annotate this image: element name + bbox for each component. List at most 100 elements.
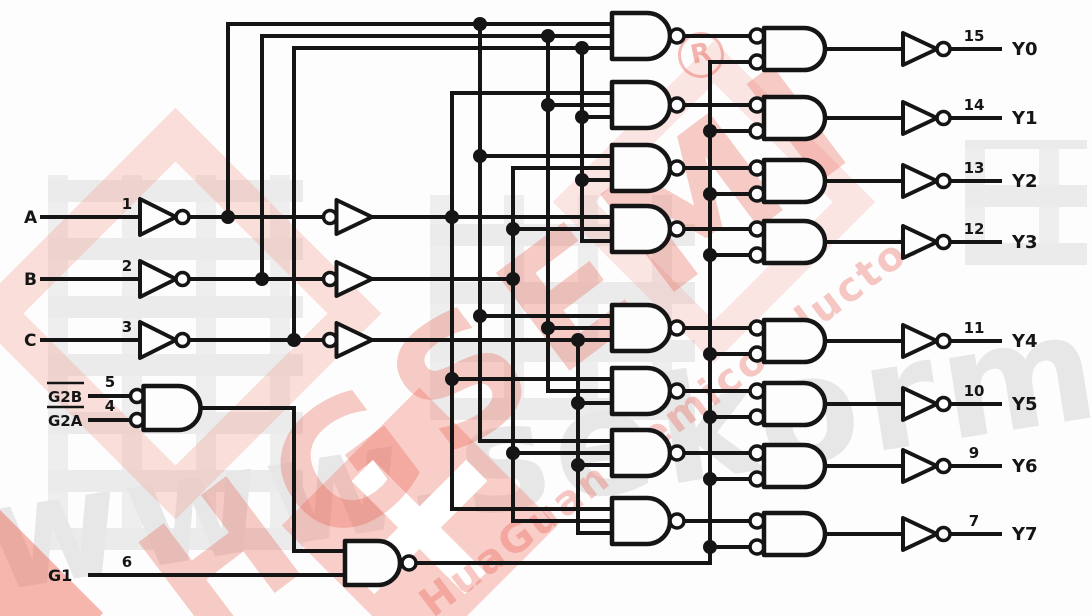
junction-dot: [255, 272, 269, 286]
nand3-gate: [609, 79, 673, 131]
nand3-gate: [609, 302, 673, 354]
junction-dot: [506, 272, 520, 286]
output-inverter: [901, 163, 939, 199]
input-buffer: [334, 321, 374, 359]
nand3-output-bubble: [668, 444, 686, 462]
nand3-output-bubble: [668, 220, 686, 238]
output-inverter-bubble: [935, 525, 952, 543]
output-label: Y7: [1011, 524, 1038, 545]
nand3-gate: [609, 427, 673, 479]
output-label: Y0: [1011, 39, 1038, 60]
output-label: Y2: [1011, 171, 1038, 192]
input-label: A: [24, 208, 38, 228]
input-buffer: [334, 198, 374, 236]
input-inverter-bubble: [174, 270, 191, 288]
input-buffer: [334, 260, 374, 298]
nand3-output-bubble: [668, 27, 686, 45]
output-inverter-bubble: [935, 109, 952, 127]
output-inverter: [901, 31, 939, 67]
output-inverter-bubble: [935, 172, 952, 190]
input-label: G2B: [48, 388, 82, 406]
output-pin-number: 14: [964, 96, 985, 114]
output-pin-number: 10: [964, 382, 985, 400]
output-inverter: [901, 516, 939, 552]
and2-gate: [761, 218, 828, 266]
output-label: Y3: [1011, 232, 1038, 253]
nand3-gate: [609, 495, 673, 547]
output-label: Y5: [1011, 394, 1038, 415]
junction-dot: [473, 309, 487, 323]
nand3-gate: [609, 10, 673, 62]
output-inverter-bubble: [935, 332, 952, 350]
input-inverter-bubble: [174, 208, 191, 226]
output-inverter: [901, 224, 939, 260]
junction-dot: [703, 410, 717, 424]
enable-nand-output-bubble: [400, 554, 418, 572]
output-pin-number: 9: [969, 444, 979, 462]
and2-gate: [761, 442, 828, 490]
input-label: B: [24, 270, 37, 290]
output-inverter: [901, 100, 939, 136]
output-inverter-bubble: [935, 457, 952, 475]
and2-gate: [761, 25, 828, 73]
input-label: C: [24, 331, 36, 351]
junction-dot: [571, 458, 585, 472]
input-inverter: [138, 320, 178, 360]
junction-dot: [703, 248, 717, 262]
and2-gate: [761, 380, 828, 428]
output-inverter-bubble: [935, 40, 952, 58]
input-pin-number: 3: [122, 318, 132, 336]
junction-dot: [571, 396, 585, 410]
output-inverter: [901, 386, 939, 422]
junction-dot: [703, 347, 717, 361]
nand3-gate: [609, 142, 673, 194]
nand3-output-bubble: [668, 159, 686, 177]
and2-gate: [761, 94, 828, 142]
output-label: Y6: [1011, 456, 1038, 477]
enable-nand-gate: [342, 538, 403, 588]
output-inverter: [901, 323, 939, 359]
junction-dot: [506, 446, 520, 460]
nand3-output-bubble: [668, 512, 686, 530]
junction-dot: [703, 472, 717, 486]
input-pin-number: 1: [122, 195, 132, 213]
junction-dot: [221, 210, 235, 224]
input-pin-number: 2: [122, 257, 132, 275]
junction-dot: [541, 29, 555, 43]
junction-dot: [541, 98, 555, 112]
input-label: G2A: [48, 412, 83, 430]
junction-dot: [506, 222, 520, 236]
nand3-output-bubble: [668, 382, 686, 400]
output-pin-number: 15: [964, 27, 985, 45]
input-pin-number: 6: [122, 553, 132, 571]
input-inverter: [138, 259, 178, 299]
output-inverter: [901, 448, 939, 484]
input-pin-number: 5: [105, 373, 115, 391]
input-inverter-bubble: [174, 331, 191, 349]
junction-dot: [541, 321, 555, 335]
output-inverter-bubble: [935, 233, 952, 251]
junction-dot: [575, 110, 589, 124]
and2-gate: [761, 317, 828, 365]
junction-dot: [445, 210, 459, 224]
junction-dot: [473, 149, 487, 163]
junction-dot: [445, 372, 459, 386]
output-label: Y4: [1011, 331, 1038, 352]
junction-dot: [703, 124, 717, 138]
nand3-gate: [609, 203, 673, 255]
nand3-output-bubble: [668, 319, 686, 337]
enable-and-gate: [141, 383, 203, 433]
input-pin-number: 4: [105, 397, 115, 415]
and2-gate: [761, 510, 828, 558]
output-pin-number: 12: [964, 220, 985, 238]
junction-dot: [575, 41, 589, 55]
output-label: Y1: [1011, 108, 1038, 129]
and2-gate: [761, 157, 828, 205]
input-inverter: [138, 197, 178, 237]
junction-dot: [703, 540, 717, 554]
nand3-output-bubble: [668, 96, 686, 114]
output-pin-number: 7: [969, 512, 979, 530]
junction-dot: [703, 187, 717, 201]
junction-dot: [473, 17, 487, 31]
